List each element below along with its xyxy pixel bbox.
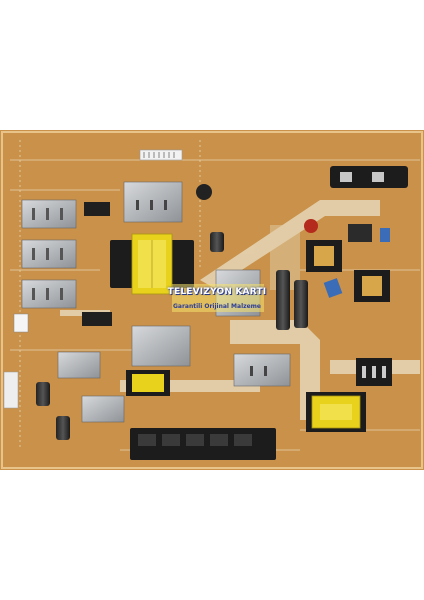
electrolytic-caps (210, 232, 308, 330)
cap-left-1 (36, 382, 50, 406)
main-transformer (110, 233, 194, 295)
isolation-zones (60, 200, 420, 420)
choke-1 (306, 240, 342, 272)
pcb-edge-highlight (1, 131, 423, 469)
pcb-photo (0, 130, 424, 470)
ic-chip-1 (84, 202, 110, 216)
top-connector (139, 149, 183, 161)
capacitor-red (304, 219, 318, 233)
heatsink-mid (131, 325, 191, 367)
ac-inlet (330, 166, 408, 188)
heatsink-lower (233, 353, 291, 387)
blue-part-1 (380, 228, 390, 242)
secondary-transformer (306, 392, 366, 432)
capacitor-small-top (196, 184, 212, 200)
relay (348, 224, 372, 242)
cap-left-2 (56, 416, 70, 440)
left-connector (3, 371, 19, 409)
choke-2 (354, 270, 390, 302)
heatsink-bottom-left (81, 395, 125, 423)
blue-part-2 (323, 278, 343, 298)
watermark-brand: TELEVIZYON KARTI (167, 287, 267, 297)
watermark-backdrop (172, 284, 264, 312)
small-transformer (126, 370, 170, 396)
heatsinks-left (21, 199, 77, 309)
label-sticker (13, 313, 29, 333)
watermark-tagline: Garantili Orijinal Malzeme (172, 302, 262, 310)
ic-chip-2 (82, 312, 112, 326)
heatsink-left-lower (57, 351, 101, 379)
